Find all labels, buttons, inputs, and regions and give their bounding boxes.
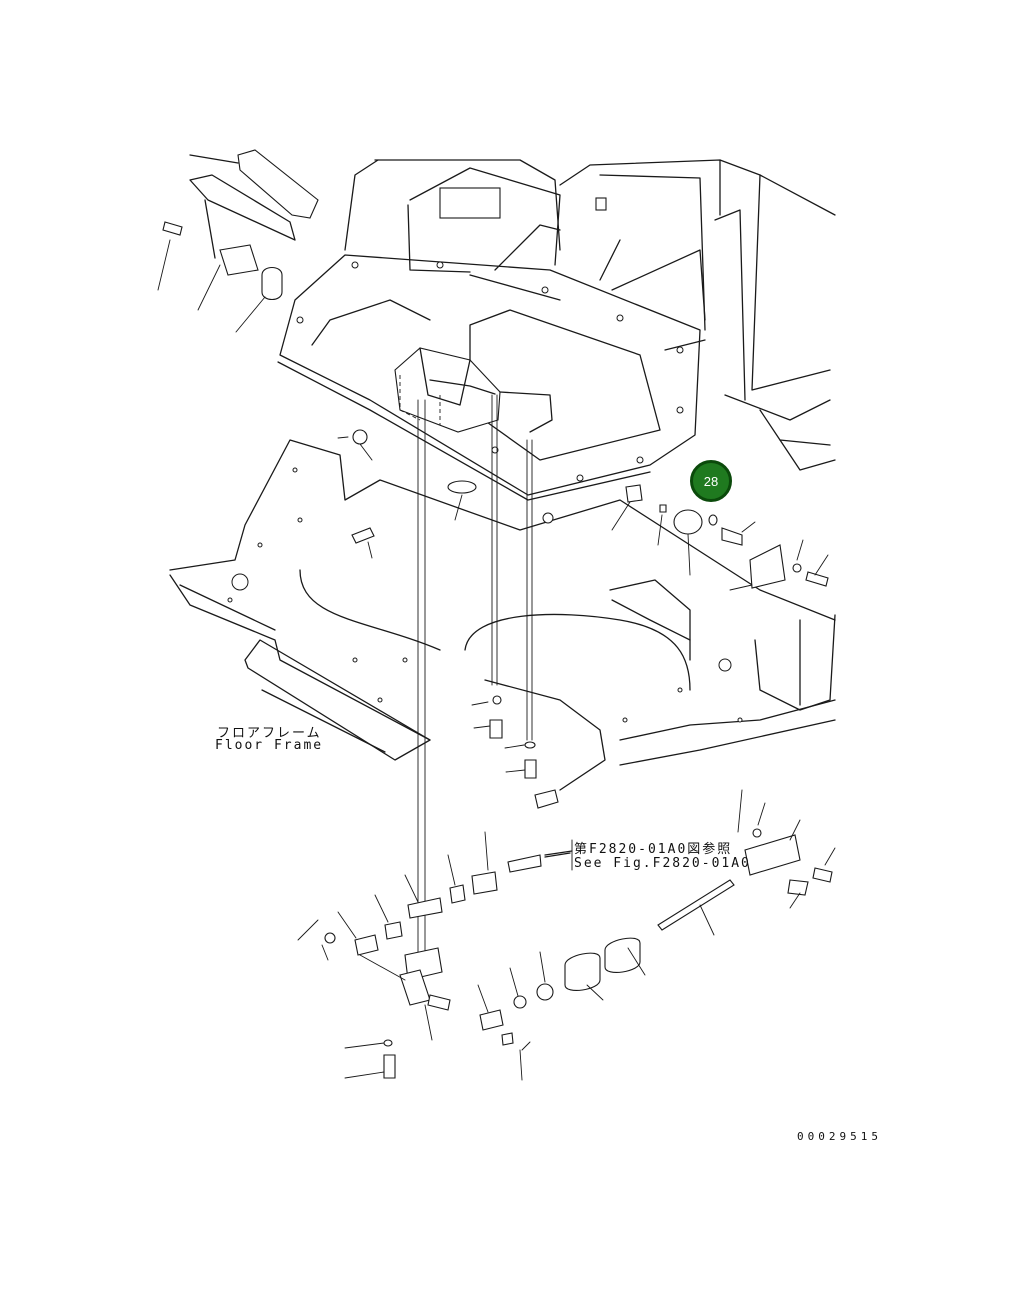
floor-frame-label-en: Floor Frame bbox=[215, 738, 324, 753]
see-fig-label-jp: 第F2820-01A0図参照 bbox=[574, 842, 733, 857]
pedal-assembly bbox=[157, 149, 319, 333]
drawing-number: 00029515 bbox=[797, 1130, 882, 1143]
plate-hardware bbox=[337, 429, 829, 591]
control-mount bbox=[394, 347, 553, 433]
linkage-parts bbox=[297, 789, 836, 1081]
lower-floor-frame bbox=[169, 439, 836, 766]
control-rods bbox=[417, 394, 606, 966]
part-callout-28[interactable]: 28 bbox=[690, 460, 732, 502]
cab-structure bbox=[344, 159, 836, 471]
part-callout-number: 28 bbox=[703, 473, 719, 489]
reference-arrow bbox=[544, 839, 573, 871]
see-fig-label-en: See Fig.F2820-01A0 bbox=[574, 856, 751, 871]
floor-plate bbox=[277, 254, 701, 501]
floor-frame-label-jp: フロアフレーム bbox=[217, 726, 322, 741]
